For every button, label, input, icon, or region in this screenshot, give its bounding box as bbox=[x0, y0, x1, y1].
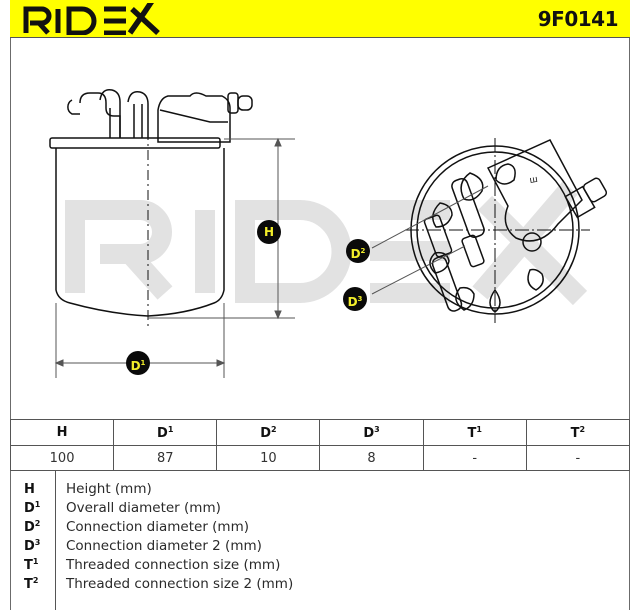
legend-item: D1 Overall diameter (mm) bbox=[10, 500, 630, 519]
dimension-badge-d3: D3 bbox=[343, 287, 367, 311]
value-t1: - bbox=[422, 445, 527, 471]
legend: H Height (mm) D1 Overall diameter (mm) D… bbox=[10, 470, 630, 610]
badge-label: D bbox=[350, 247, 361, 261]
legend-desc: Connection diameter (mm) bbox=[66, 519, 250, 535]
value-d1: 87 bbox=[113, 445, 218, 471]
badge-label: D bbox=[347, 295, 358, 309]
legend-item: T1 Threaded connection size (mm) bbox=[10, 557, 630, 576]
dimension-badge-d1: D1 bbox=[126, 351, 150, 375]
legend-desc: Threaded connection size (mm) bbox=[66, 557, 281, 573]
badge-label: H bbox=[263, 225, 275, 239]
legend-key: T2 bbox=[24, 576, 39, 592]
legend-key: T1 bbox=[24, 557, 39, 573]
value-d3: 8 bbox=[319, 445, 424, 471]
svg-text:ш: ш bbox=[529, 175, 539, 186]
specs-table: H D1 D2 D3 T1 T2 100 87 10 8 - - bbox=[9, 419, 631, 471]
dimension-badge-d2: D2 bbox=[346, 239, 370, 263]
part-number: 9F0141 bbox=[537, 7, 619, 31]
legend-key: D1 bbox=[24, 500, 41, 516]
technical-drawing: ш H D1 D2 D3 bbox=[10, 38, 630, 419]
badge-sup: 2 bbox=[360, 247, 366, 255]
col-d2: D2 bbox=[216, 419, 321, 446]
col-t2: T2 bbox=[525, 419, 631, 446]
value-d2: 10 bbox=[216, 445, 321, 471]
legend-item: H Height (mm) bbox=[10, 481, 630, 500]
legend-desc: Threaded connection size 2 (mm) bbox=[66, 576, 294, 592]
legend-key: D2 bbox=[24, 519, 41, 535]
badge-sup: 1 bbox=[140, 359, 146, 367]
legend-key: H bbox=[24, 482, 35, 497]
legend-desc: Overall diameter (mm) bbox=[66, 500, 221, 516]
watermark bbox=[65, 181, 588, 306]
value-h: 100 bbox=[9, 445, 115, 471]
legend-item: T2 Threaded connection size 2 (mm) bbox=[10, 576, 630, 595]
legend-desc: Height (mm) bbox=[66, 481, 152, 497]
page-frame bbox=[10, 0, 630, 610]
filter-drawing: ш bbox=[49, 88, 608, 378]
header-bar: 9F0141 bbox=[10, 0, 630, 38]
legend-desc: Connection diameter 2 (mm) bbox=[66, 538, 262, 554]
badge-label: D bbox=[130, 359, 141, 373]
table-header-row: H D1 D2 D3 T1 T2 bbox=[9, 419, 631, 446]
table-row: 100 87 10 8 - - bbox=[9, 445, 631, 471]
legend-item: D2 Connection diameter (mm) bbox=[10, 519, 630, 538]
legend-item: D3 Connection diameter 2 (mm) bbox=[10, 538, 630, 557]
col-t1: T1 bbox=[422, 419, 527, 446]
badge-sup: 3 bbox=[357, 295, 363, 303]
col-d3: D3 bbox=[319, 419, 424, 446]
value-t2: - bbox=[525, 445, 631, 471]
col-h: H bbox=[9, 419, 115, 446]
ridex-logo bbox=[23, 3, 160, 35]
dimension-badge-h: H bbox=[257, 220, 281, 244]
col-d1: D1 bbox=[113, 419, 218, 446]
legend-divider bbox=[55, 470, 56, 610]
legend-key: D3 bbox=[24, 538, 41, 554]
